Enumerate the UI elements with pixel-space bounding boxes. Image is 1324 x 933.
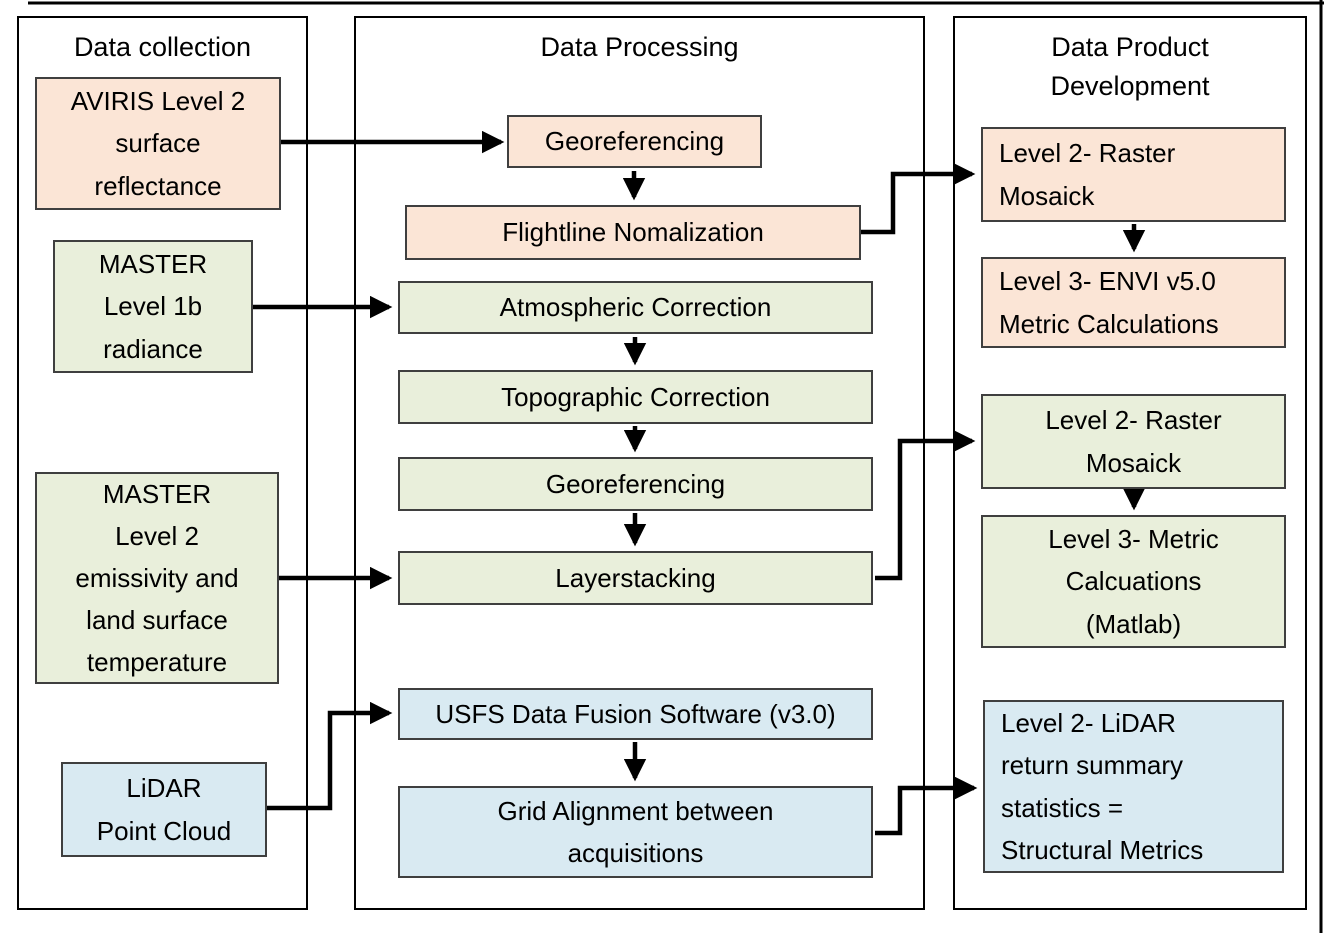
node-flightline-nomalization: Flightline Nomalization (405, 205, 861, 260)
node-text-line: Georeferencing (545, 468, 726, 499)
node-grid-alignment-between-acquisitions: Grid Alignment between acquisitions (398, 786, 873, 878)
column-title-text-line1: Data Product (1051, 32, 1209, 62)
node-text-line: Level 2- Raster (999, 138, 1176, 169)
node-text-line: (Matlab) (1085, 608, 1182, 639)
node-georeferencing-master: Georeferencing (398, 457, 873, 511)
node-text-line: Calcuations (1065, 566, 1202, 597)
node-text-line: Structural Metrics (1001, 834, 1204, 865)
node-text-line: Grid Alignment between (497, 795, 774, 826)
node-text-line: Flightline Nomalization (502, 217, 764, 248)
node-atmospheric-correction: Atmospheric Correction (398, 281, 873, 334)
node-text-line: Layerstacking (555, 562, 716, 593)
column-title-data-processing: Data Processing (356, 28, 923, 67)
node-level2-raster-mosaick-green: Level 2- Raster Mosaick (981, 394, 1286, 489)
node-text-line: land surface (86, 605, 228, 636)
node-text-line: radiance (103, 333, 203, 364)
node-topographic-correction: Topographic Correction (398, 370, 873, 424)
node-text-line: Level 2- Raster (1045, 405, 1222, 436)
node-level2-lidar-structural-metrics: Level 2- LiDAR return summary statistics… (983, 700, 1284, 873)
node-level2-raster-mosaick-peach: Level 2- Raster Mosaick (981, 127, 1286, 222)
node-text-line: Metric Calculations (999, 308, 1219, 339)
node-text-line: USFS Data Fusion Software (v3.0) (435, 698, 836, 729)
node-text-line: Point Cloud (96, 815, 232, 846)
node-text-line: MASTER (102, 478, 212, 509)
node-text-line: statistics = (1001, 792, 1124, 823)
column-title-data-product-development: Data Product Development (955, 28, 1305, 106)
column-title-text: Data collection (73, 32, 252, 62)
column-title-data-collection: Data collection (19, 28, 306, 67)
node-text-line: Level 2- LiDAR (1001, 708, 1176, 739)
node-lidar-point-cloud: LiDAR Point Cloud (61, 762, 267, 857)
node-master-level1b-radiance: MASTER Level 1b radiance (53, 240, 253, 373)
node-master-level2-emissivity-lst: MASTER Level 2 emissivity and land surfa… (35, 472, 279, 684)
node-level3-envi-metric-calculations: Level 3- ENVI v5.0 Metric Calculations (981, 257, 1286, 348)
node-text-line: emissivity and (75, 562, 239, 593)
node-text-line: Level 3- ENVI v5.0 (999, 266, 1216, 297)
node-aviris-level2-surface-reflectance: AVIRIS Level 2 surface reflectance (35, 77, 281, 210)
node-text-line: Georeferencing (544, 126, 725, 157)
node-usfs-data-fusion-software: USFS Data Fusion Software (v3.0) (398, 688, 873, 740)
node-text-line: Atmospheric Correction (499, 292, 772, 323)
node-text-line: Level 1b (103, 291, 203, 322)
node-text-line: temperature (86, 647, 228, 678)
column-title-text: Data Processing (540, 32, 739, 62)
node-text-line: AVIRIS Level 2 (70, 86, 246, 117)
node-level3-metric-calcuations-matlab: Level 3- Metric Calcuations (Matlab) (981, 515, 1286, 648)
node-text-line: Mosaick (999, 180, 1095, 211)
node-text-line: acquisitions (567, 838, 704, 868)
node-text-line: return summary (1001, 750, 1184, 781)
node-layerstacking: Layerstacking (398, 551, 873, 605)
node-text-line: MASTER (98, 249, 208, 280)
node-text-line: Topographic Correction (501, 381, 770, 412)
node-text-line: surface (115, 128, 201, 159)
node-text-line: LiDAR (126, 773, 202, 804)
node-text-line: Level 2 (115, 520, 199, 551)
column-title-text-line2: Development (1050, 71, 1210, 102)
node-text-line: Mosaick (1085, 447, 1182, 478)
node-georeferencing-aviris: Georeferencing (507, 115, 762, 168)
node-text-line: Level 3- Metric (1048, 524, 1219, 555)
node-text-line: reflectance (94, 170, 222, 201)
